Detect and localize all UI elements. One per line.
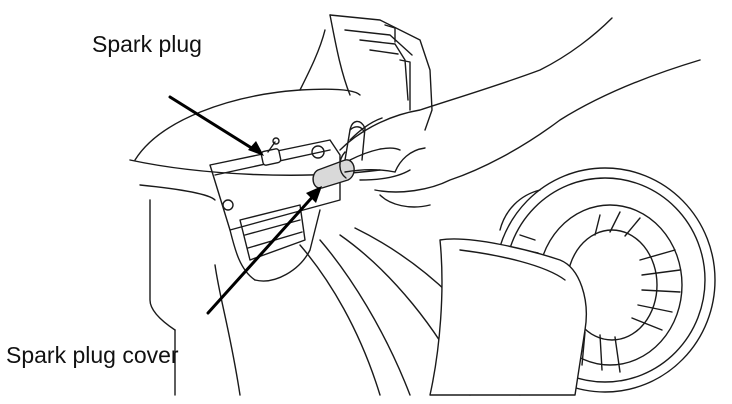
label-spark-plug: Spark plug [92,31,202,57]
arrow-to-spark-plug-head [248,141,264,156]
deck-flap [429,238,587,396]
spark-plug-cover [312,120,366,189]
arrow-to-spark-plug [168,95,260,154]
hand [339,17,701,208]
label-spark-plug-cover: Spark plug cover [6,342,179,368]
engine-housing [134,14,433,161]
arrow-to-spark-plug-cover [206,191,318,315]
ignition-cable [349,117,383,141]
arrow-to-spark-plug-cover-head [306,186,322,203]
spark-plug [260,137,282,166]
